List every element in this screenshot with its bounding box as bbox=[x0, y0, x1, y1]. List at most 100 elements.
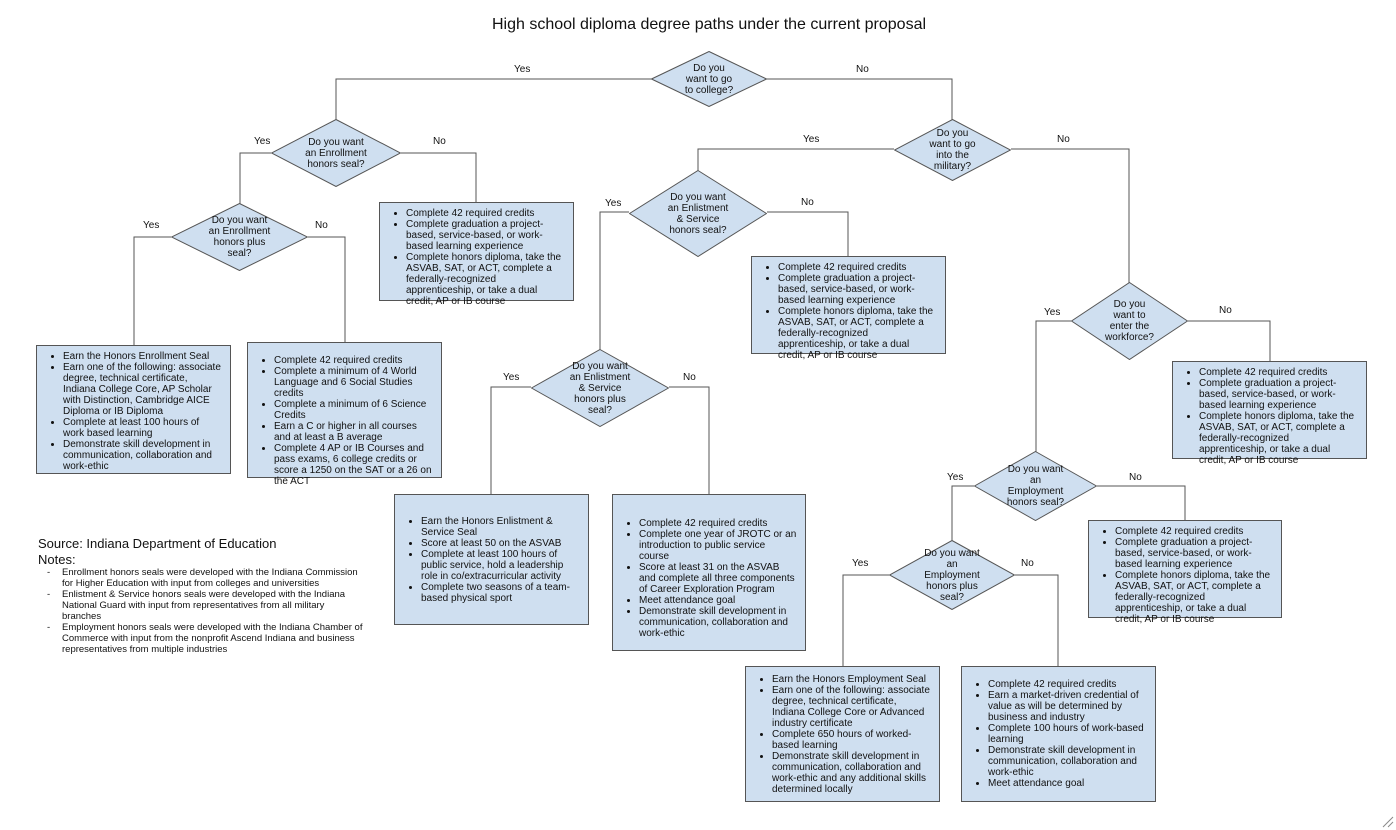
requirement-item: Complete honors diploma, take the ASVAB,… bbox=[778, 306, 937, 361]
edge-label-no: No bbox=[856, 64, 869, 75]
requirement-item: Demonstrate skill development in communi… bbox=[63, 439, 222, 472]
requirement-item: Demonstrate skill development in communi… bbox=[988, 745, 1147, 778]
decision-enlistment-plus: Do you want an Enlistment & Service hono… bbox=[531, 349, 669, 427]
edge-label-no: No bbox=[1219, 305, 1232, 316]
requirement-item: Complete 650 hours of worked-based learn… bbox=[772, 729, 931, 751]
outcome-enrollment-plus-yes: Earn the Honors Enrollment Seal Earn one… bbox=[36, 345, 231, 474]
edge-label-no: No bbox=[1057, 134, 1070, 145]
requirement-item: Meet attendance goal bbox=[639, 595, 797, 606]
requirement-item: Score at least 50 on the ASVAB bbox=[421, 538, 580, 549]
diamond-shape bbox=[889, 540, 1015, 610]
decision-employment-seal: Do you want an Employment honors seal? bbox=[974, 451, 1097, 521]
edge-label-no: No bbox=[1129, 472, 1142, 483]
requirement-item: Complete honors diploma, take the ASVAB,… bbox=[1199, 411, 1358, 466]
decision-enlistment-seal-text: Do you want an Enlistment & Service hono… bbox=[667, 191, 729, 236]
requirement-item: Earn one of the following: associate deg… bbox=[772, 685, 931, 729]
decision-college: Do you want to go to college? bbox=[651, 51, 767, 107]
requirement-item: Earn the Honors Enrollment Seal bbox=[63, 351, 222, 362]
edge-label-yes: Yes bbox=[143, 220, 160, 231]
requirement-item: Complete graduation a project-based, ser… bbox=[1115, 537, 1273, 570]
requirement-item: Complete two seasons of a team-based phy… bbox=[421, 582, 580, 604]
requirement-item: Complete graduation a project-based, ser… bbox=[1199, 378, 1358, 411]
diamond-shape bbox=[271, 119, 401, 187]
diamond-shape bbox=[531, 349, 669, 427]
requirement-item: Meet attendance goal bbox=[988, 778, 1147, 789]
diamond-shape bbox=[1071, 282, 1188, 360]
requirement-item: Complete 4 AP or IB Courses and pass exa… bbox=[274, 443, 433, 487]
outcome-employment-plus-no: Complete 42 required credits Earn a mark… bbox=[961, 666, 1156, 802]
decision-college-text: Do you want to go to college? bbox=[684, 62, 734, 96]
outcome-workforce-no: Complete 42 required credits Complete gr… bbox=[1172, 361, 1367, 466]
requirement-item: Earn the Honors Enlistment & Service Sea… bbox=[421, 516, 580, 538]
decision-workforce: Do you want to enter the workforce? bbox=[1071, 282, 1188, 360]
edge-label-yes: Yes bbox=[1044, 307, 1061, 318]
decision-enlistment-seal: Do you want an Enlistment & Service hono… bbox=[629, 170, 767, 257]
requirement-item: Complete honors diploma, take the ASVAB,… bbox=[1115, 570, 1273, 625]
edge-label-no: No bbox=[801, 197, 814, 208]
notes-list: Enrollment honors seals were developed w… bbox=[44, 567, 364, 655]
outcome-enlistment-plus-no: Complete 42 required credits Complete on… bbox=[612, 494, 806, 651]
diamond-shape bbox=[629, 170, 767, 257]
decision-employment-plus-text: Do you want an Employment honors plus se… bbox=[924, 547, 980, 603]
requirement-item: Complete 42 required credits bbox=[274, 355, 433, 366]
requirement-item: Complete graduation a project-based, ser… bbox=[778, 273, 937, 306]
diamond-shape bbox=[171, 203, 308, 271]
source-text: Source: Indiana Department of Education bbox=[38, 536, 277, 551]
requirement-item: Earn one of the following: associate deg… bbox=[63, 362, 222, 417]
diamond-shape bbox=[974, 451, 1097, 521]
edge-label-yes: Yes bbox=[605, 198, 622, 209]
page-title: High school diploma degree paths under t… bbox=[491, 16, 927, 33]
decision-military-text: Do you want to go into the military? bbox=[929, 128, 976, 172]
requirement-item: Complete at least 100 hours of work base… bbox=[63, 417, 222, 439]
requirement-item: Complete 42 required credits bbox=[406, 208, 565, 219]
edge-label-yes: Yes bbox=[947, 472, 964, 483]
outcome-enrollment-plus-no: Complete 42 required credits Complete a … bbox=[247, 342, 442, 487]
requirement-item: Demonstrate skill development in communi… bbox=[772, 751, 931, 795]
edge-label-yes: Yes bbox=[852, 558, 869, 569]
decision-military: Do you want to go into the military? bbox=[894, 119, 1011, 181]
note-item: Enrollment honors seals were developed w… bbox=[44, 567, 364, 589]
decision-enlistment-plus-text: Do you want an Enlistment & Service hono… bbox=[569, 360, 631, 416]
requirement-item: Earn the Honors Employment Seal bbox=[772, 674, 931, 685]
decision-enrollment-seal: Do you want an Enrollment honors seal? bbox=[271, 119, 401, 187]
resize-handle-icon[interactable] bbox=[1382, 816, 1394, 828]
edge-label-no: No bbox=[433, 136, 446, 147]
requirement-item: Complete honors diploma, take the ASVAB,… bbox=[406, 252, 565, 307]
requirement-item: Earn a market-driven credential of value… bbox=[988, 690, 1147, 723]
outcome-enlistment-no: Complete 42 required credits Complete gr… bbox=[751, 256, 946, 361]
edge-label-yes: Yes bbox=[254, 136, 271, 147]
requirement-item: Complete 100 hours of work-based learnin… bbox=[988, 723, 1147, 745]
requirement-item: Demonstrate skill development in communi… bbox=[639, 606, 797, 639]
decision-enrollment-plus: Do you want an Enrollment honors plus se… bbox=[171, 203, 308, 271]
requirement-item: Complete graduation a project-based, ser… bbox=[406, 219, 565, 252]
edge-label-no: No bbox=[315, 220, 328, 231]
decision-workforce-text: Do you want to enter the workforce? bbox=[1105, 299, 1154, 343]
notes-title: Notes: bbox=[38, 552, 76, 567]
requirement-item: Complete 42 required credits bbox=[639, 518, 797, 529]
outcome-enlistment-plus-yes: Earn the Honors Enlistment & Service Sea… bbox=[394, 494, 589, 625]
decision-enrollment-seal-text: Do you want an Enrollment honors seal? bbox=[305, 136, 367, 170]
requirement-item: Complete 42 required credits bbox=[1199, 367, 1358, 378]
decision-employment-plus: Do you want an Employment honors plus se… bbox=[889, 540, 1015, 610]
edge-label-yes: Yes bbox=[514, 64, 531, 75]
requirement-item: Earn a C or higher in all courses and at… bbox=[274, 421, 433, 443]
edge-label-no: No bbox=[1021, 558, 1034, 569]
requirement-item: Complete 42 required credits bbox=[1115, 526, 1273, 537]
outcome-enrollment-no: Complete 42 required credits Complete gr… bbox=[379, 202, 574, 307]
requirement-item: Complete 42 required credits bbox=[778, 262, 937, 273]
note-item: Employment honors seals were developed w… bbox=[44, 622, 364, 655]
decision-enrollment-plus-text: Do you want an Enrollment honors plus se… bbox=[208, 215, 271, 259]
requirement-item: Complete 42 required credits bbox=[988, 679, 1147, 690]
diamond-shape bbox=[894, 119, 1011, 181]
outcome-employment-plus-yes: Earn the Honors Employment Seal Earn one… bbox=[745, 666, 940, 802]
edge-label-yes: Yes bbox=[503, 372, 520, 383]
edge-label-no: No bbox=[683, 372, 696, 383]
requirement-item: Complete at least 100 hours of public se… bbox=[421, 549, 580, 582]
note-item: Enlistment & Service honors seals were d… bbox=[44, 589, 364, 622]
edge-label-yes: Yes bbox=[803, 134, 820, 145]
diamond-shape bbox=[651, 51, 767, 107]
requirement-item: Complete a minimum of 6 Science Credits bbox=[274, 399, 433, 421]
requirement-item: Score at least 31 on the ASVAB and compl… bbox=[639, 562, 797, 595]
requirement-item: Complete a minimum of 4 World Language a… bbox=[274, 366, 433, 399]
